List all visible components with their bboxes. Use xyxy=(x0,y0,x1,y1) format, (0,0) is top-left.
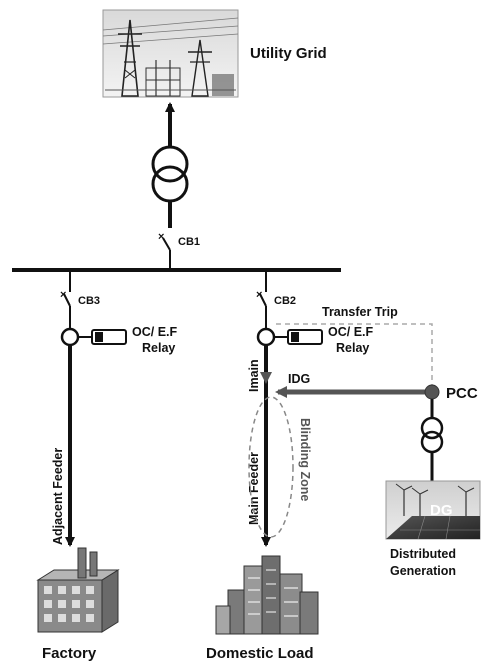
transfer-trip-label: Transfer Trip xyxy=(322,305,398,319)
cb1-breaker-mark: × xyxy=(158,231,164,243)
imain-label: Imain xyxy=(247,359,261,392)
pcc-node xyxy=(424,384,440,400)
domestic-load-label: Domestic Load xyxy=(206,645,314,662)
adjacent-feeder-label: Adjacent Feeder xyxy=(51,448,65,545)
utility-grid-image xyxy=(102,9,239,98)
cb3-breaker: × xyxy=(60,289,71,307)
factory-image xyxy=(36,547,120,633)
dg-label: DG xyxy=(430,502,453,519)
factory-label: Factory xyxy=(42,645,97,662)
right-relay-label-line2: Relay xyxy=(336,341,369,355)
cb3-breaker-mark: × xyxy=(60,289,66,301)
cb2-breaker-mark: × xyxy=(256,289,262,301)
imain-arrow xyxy=(260,372,272,384)
main-feeder-label: Main Feeder xyxy=(247,452,261,525)
utility-grid-label: Utility Grid xyxy=(250,45,327,62)
left-relay-label-line2: Relay xyxy=(142,341,175,355)
right-relay-label-line1: OC/ E.F xyxy=(328,325,374,339)
distributed-generation-label-line1: Distributed xyxy=(390,547,456,561)
distributed-generation-image xyxy=(385,480,481,540)
pcc-label: PCC xyxy=(446,385,478,402)
cb1-label: CB1 xyxy=(178,236,200,248)
cb2-label: CB2 xyxy=(274,295,296,307)
right-current-transformer xyxy=(256,327,288,347)
left-relay-icon xyxy=(91,329,127,345)
transfer-trip-line xyxy=(276,323,433,388)
cb2-breaker: × xyxy=(256,289,267,307)
cb1-breaker: × xyxy=(158,231,171,268)
idg-label: IDG xyxy=(288,372,310,386)
distributed-generation-label-line2: Generation xyxy=(390,564,456,578)
cb3-label: CB3 xyxy=(78,295,100,307)
left-current-transformer xyxy=(60,327,92,347)
right-relay-icon xyxy=(287,329,323,345)
dg-transformer-symbol xyxy=(420,416,444,454)
main-transformer-symbol xyxy=(151,145,189,203)
domestic-load-image xyxy=(215,555,319,635)
blinding-zone-ellipse xyxy=(248,396,294,538)
blinding-zone-label: Blinding Zone xyxy=(298,418,312,501)
left-relay-label-line1: OC/ E.F xyxy=(132,325,178,339)
